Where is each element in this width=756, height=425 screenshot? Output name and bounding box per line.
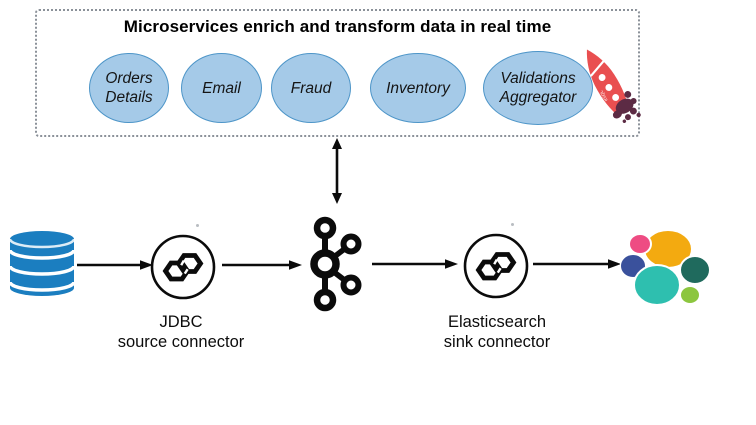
kafka-connect-elasticsearch-icon (463, 233, 529, 299)
jdbc-label-line2: source connector (117, 333, 245, 351)
microservice-validations-aggregator: Validations Aggregator (483, 51, 593, 125)
elasticsearch-sink-connector-label: Elasticsearch sink connector (407, 312, 587, 352)
microservice-email: Email (181, 53, 262, 123)
rocket-exhaust-drips (612, 91, 641, 123)
microservice-fraud: Fraud (271, 53, 351, 123)
arrow-jdbc-to-kafka (222, 260, 302, 270)
jdbc-label-line1: JDBC (159, 313, 203, 331)
es-label-line2: sink connector (443, 333, 551, 351)
microservice-inventory: Inventory (370, 53, 466, 123)
es-label-line1: Elasticsearch (447, 313, 547, 331)
elasticsearch-icon (620, 229, 711, 306)
artifact-dot (196, 224, 199, 227)
microservices-title: Microservices enrich and transform data … (123, 17, 552, 36)
arrow-es-connector-to-elasticsearch (533, 259, 621, 269)
kafka-icon (310, 216, 362, 312)
kafka-connect-jdbc-icon (150, 234, 216, 300)
bidirectional-arrow-kafka-microservices (332, 138, 342, 204)
database-icon (8, 231, 76, 296)
rocket-icon: KSQL (586, 49, 641, 123)
microservices-group-box: Microservices enrich and transform data … (35, 9, 640, 137)
jdbc-source-connector-label: JDBC source connector (95, 312, 267, 352)
arrow-db-to-jdbc-connector (77, 260, 153, 270)
artifact-dot (511, 223, 514, 226)
arrow-kafka-to-es-connector (372, 259, 458, 269)
microservice-orders-details: Orders Details (89, 53, 169, 123)
rocket-text: KSQL (598, 89, 608, 102)
ksql-rocket-icon: KSQL (570, 40, 646, 132)
